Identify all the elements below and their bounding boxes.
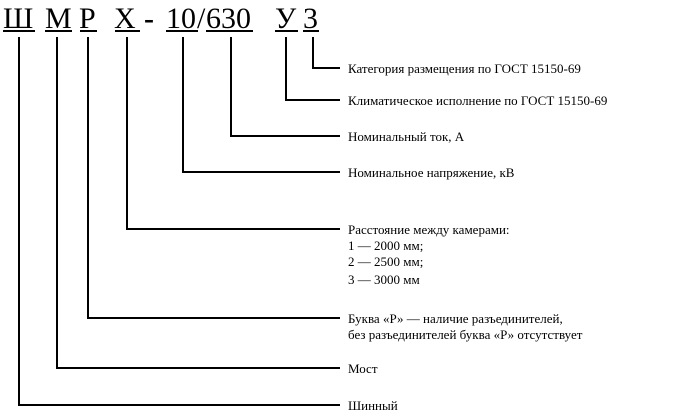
label-disconnectors-2: без разъединителей буква «Р» отсутствует <box>348 327 583 342</box>
legend-labels: Категория размещения по ГОСТ 15150-69 Кл… <box>348 61 607 413</box>
designation-code: Ш М Р Х - 10 / 630 У 3 <box>3 2 318 35</box>
label-disconnectors: Буква «Р» — наличие разъединителей, <box>348 311 563 326</box>
label-distance: Расстояние между камерами: <box>348 222 510 237</box>
code-dash: - <box>144 2 154 35</box>
code-part-category: 3 <box>303 2 318 35</box>
code-part-climate: У <box>275 2 297 35</box>
label-distance-3: 3 — 3000 мм <box>348 272 420 287</box>
label-bridge: Мост <box>348 361 378 376</box>
label-distance-1: 1 — 2000 мм; <box>348 238 423 253</box>
code-part-m: М <box>45 2 72 35</box>
label-current: Номинальный ток, А <box>348 129 465 144</box>
code-part-sh: Ш <box>3 2 33 35</box>
label-distance-2: 2 — 2500 мм; <box>348 254 423 269</box>
code-slash: / <box>197 2 206 35</box>
label-climate: Климатическое исполнение по ГОСТ 15150-6… <box>348 93 607 108</box>
label-bus: Шинный <box>348 398 398 413</box>
code-part-x: Х <box>114 2 136 35</box>
code-part-r: Р <box>79 2 96 35</box>
label-category: Категория размещения по ГОСТ 15150-69 <box>348 61 581 76</box>
code-part-voltage: 10 <box>166 2 196 35</box>
label-voltage: Номинальное напряжение, кВ <box>348 165 515 180</box>
leader-lines <box>18 37 340 406</box>
code-part-current: 630 <box>206 2 251 35</box>
